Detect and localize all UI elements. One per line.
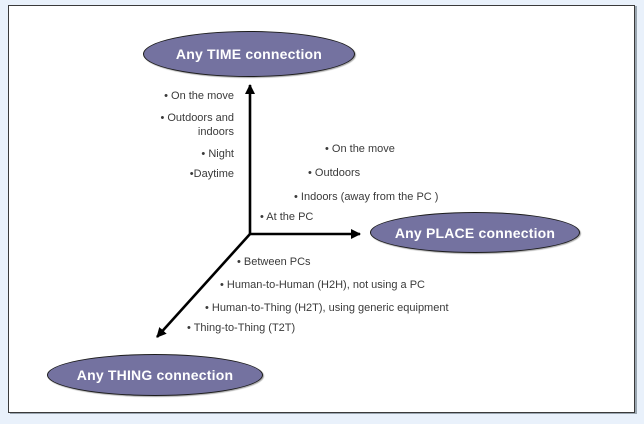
place-axis-item: • At the PC — [260, 211, 314, 223]
thing-axis-item: • Between PCs — [237, 256, 311, 268]
time-axis-item: • On the move — [164, 90, 234, 102]
node-any-time-label: Any TIME connection — [175, 46, 323, 62]
slide-canvas — [8, 5, 635, 413]
place-axis-item: • Outdoors — [308, 167, 361, 179]
node-any-thing-connection: Any THING connection — [47, 354, 263, 396]
node-any-place-label: Any PLACE connection — [394, 224, 556, 241]
place-axis-item: • On the move — [325, 143, 395, 155]
place-axis-item: • Indoors (away from the PC ) — [294, 191, 439, 203]
thing-axis-item: • Thing-to-Thing (T2T) — [187, 322, 296, 334]
node-any-thing-label: Any THING connection — [76, 367, 234, 383]
time-axis-item-wrap: indoors — [197, 126, 234, 138]
time-axis-item: • Outdoors and — [160, 112, 234, 124]
thing-axis-item: • Human-to-Human (H2H), not using a PC — [220, 279, 425, 291]
time-axis-item: •Daytime — [189, 168, 234, 180]
time-axis-item: • Night — [201, 148, 234, 160]
node-any-time-connection: Any TIME connection — [143, 31, 355, 77]
node-any-place-connection: Any PLACE connection — [370, 212, 580, 253]
thing-axis-item: • Human-to-Thing (H2T), using generic eq… — [205, 302, 449, 314]
